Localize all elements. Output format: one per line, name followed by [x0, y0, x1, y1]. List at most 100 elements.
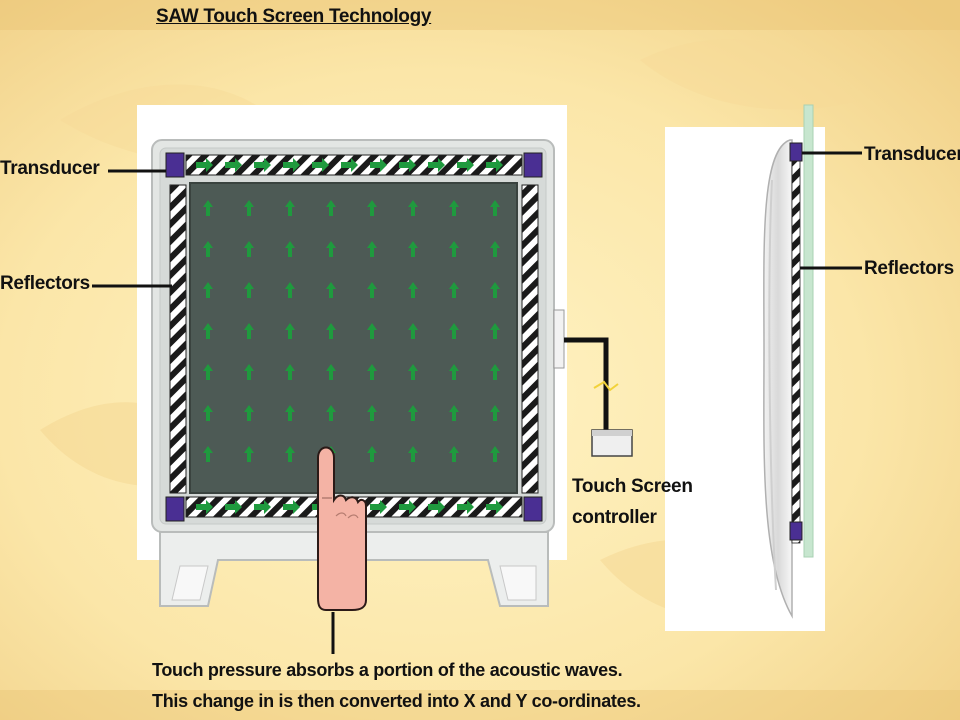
wave-arrow-up [449, 241, 459, 257]
wave-arrow-right [283, 500, 300, 514]
label-transducer-right: Transducer [864, 144, 960, 165]
wave-arrow-right [370, 158, 387, 172]
wave-arrow-right [486, 500, 503, 514]
wave-arrow-up [203, 446, 213, 462]
wave-arrow-up [449, 446, 459, 462]
label-reflectors-right: Reflectors [864, 258, 954, 279]
wave-arrow-up [449, 323, 459, 339]
wave-arrow-up [408, 446, 418, 462]
wave-arrow-up [285, 200, 295, 216]
wave-arrow-up [367, 405, 377, 421]
front-view [137, 105, 567, 611]
wave-arrow-up [285, 323, 295, 339]
wave-arrow-up [285, 446, 295, 462]
touch-screen-controller [564, 337, 633, 457]
side-transducer-bottom [789, 521, 803, 541]
wave-arrow-up [326, 364, 336, 380]
wave-arrow-up [408, 241, 418, 257]
wave-arrow-right [370, 500, 387, 514]
wave-arrow-up [203, 405, 213, 421]
wave-arrow-right [196, 158, 213, 172]
wave-arrow-up [326, 405, 336, 421]
wave-arrow-up [449, 282, 459, 298]
wave-arrow-up [408, 364, 418, 380]
wave-arrow-up [203, 282, 213, 298]
transducer-top-right [523, 152, 543, 178]
wave-arrow-up [490, 241, 500, 257]
wave-arrow-up [285, 282, 295, 298]
transducer-top-left [165, 152, 185, 178]
wave-arrow-up [326, 282, 336, 298]
wave-arrow-up [490, 405, 500, 421]
wave-arrow-up [490, 446, 500, 462]
touch-screen-surface [189, 182, 518, 494]
wave-arrow-up [203, 241, 213, 257]
wave-arrow-up [367, 282, 377, 298]
wave-arrow-right [399, 500, 416, 514]
wave-arrow-up [203, 323, 213, 339]
wave-arrow-up [244, 241, 254, 257]
wave-arrow-right [428, 500, 445, 514]
wave-arrow-right [486, 158, 503, 172]
side-glass-panel [803, 104, 814, 558]
side-reflector-strip [791, 144, 801, 544]
wave-arrow-up [285, 405, 295, 421]
leader-lines [92, 151, 862, 654]
transducer-bottom-right [523, 496, 543, 522]
wave-arrow-right [225, 500, 242, 514]
wave-arrow-right [254, 500, 271, 514]
slide-title: SAW Touch Screen Technology [156, 6, 432, 27]
wave-arrow-up [244, 364, 254, 380]
wave-arrow-up [449, 364, 459, 380]
wave-arrow-up [367, 323, 377, 339]
caption-line1: Touch pressure absorbs a portion of the … [152, 660, 623, 680]
wave-arrow-up [326, 241, 336, 257]
side-view [665, 104, 825, 631]
side-transducer-top [789, 142, 803, 162]
wave-arrow-right [457, 158, 474, 172]
label-controller-line2: controller [572, 507, 657, 528]
wave-arrow-right [254, 158, 271, 172]
wave-arrow-up [490, 323, 500, 339]
wave-arrow-up [408, 405, 418, 421]
wave-arrow-right [428, 158, 445, 172]
wave-arrow-up [285, 241, 295, 257]
wave-arrow-up [367, 200, 377, 216]
wave-arrow-up [367, 446, 377, 462]
cable-connector [553, 309, 565, 369]
wave-arrow-right [457, 500, 474, 514]
monitor-stand [159, 531, 549, 607]
wave-arrow-up [326, 323, 336, 339]
wave-arrow-up [490, 200, 500, 216]
wave-arrow-up [203, 364, 213, 380]
wave-arrow-up [408, 200, 418, 216]
label-controller-line1: Touch Screen [572, 476, 693, 497]
wave-arrow-up [285, 364, 295, 380]
controller-cable [564, 337, 609, 436]
wave-arrow-right [399, 158, 416, 172]
wave-arrow-up [203, 200, 213, 216]
wave-arrow-up [490, 364, 500, 380]
wave-arrow-up [490, 282, 500, 298]
wave-arrow-right [225, 158, 242, 172]
wave-arrow-right [341, 158, 358, 172]
wave-arrow-right [196, 500, 213, 514]
wave-arrow-up [408, 282, 418, 298]
wave-arrow-up [449, 405, 459, 421]
wave-arrow-right [312, 158, 329, 172]
wave-arrow-up [244, 282, 254, 298]
wave-arrow-up [244, 446, 254, 462]
surface-wave-arrows-horizontal [196, 158, 503, 514]
transducer-bottom-left [165, 496, 185, 522]
label-transducer-left: Transducer [0, 158, 100, 179]
reflector-strip-left [169, 184, 187, 494]
label-touch-screen-controller: Touch Screen controller [572, 471, 693, 533]
caption: Touch pressure absorbs a portion of the … [152, 655, 641, 717]
wave-arrow-up [244, 200, 254, 216]
wave-arrow-up [367, 241, 377, 257]
wave-arrow-up [244, 405, 254, 421]
surface-wave-arrows-vertical [203, 200, 500, 462]
label-reflectors-left: Reflectors [0, 273, 90, 294]
wave-arrow-right [283, 158, 300, 172]
